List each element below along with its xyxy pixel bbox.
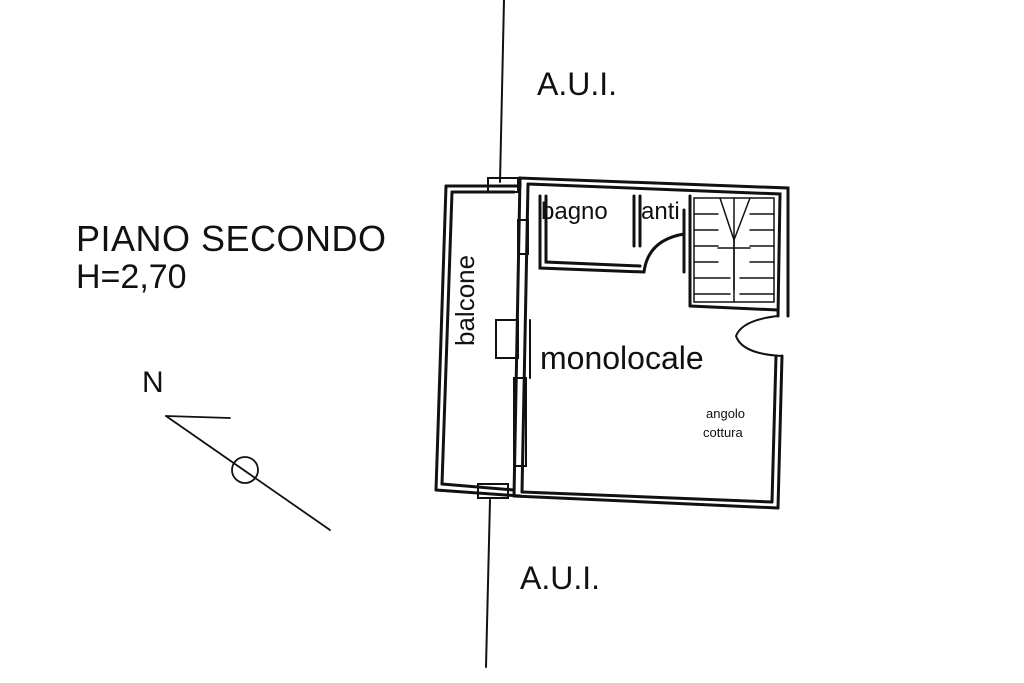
floor-title: PIANO SECONDO	[76, 218, 387, 259]
north-arrow-icon	[165, 415, 331, 531]
adjacent-unit-label-bottom: A.U.I.	[520, 560, 601, 596]
outer-walls	[434, 176, 790, 510]
room-label-anti: anti	[641, 198, 680, 225]
staircase-icon	[693, 197, 775, 303]
interior-walls	[538, 194, 783, 357]
room-label-cottura: cottura	[703, 425, 743, 440]
floor-height: H=2,70	[76, 258, 187, 296]
room-label-bagno: bagno	[541, 198, 608, 225]
openings	[495, 219, 531, 467]
room-label-angolo: angolo	[706, 406, 746, 421]
boundary-line-bottom	[485, 499, 491, 668]
boundary-line-top	[499, 0, 505, 183]
adjacent-unit-label-top: A.U.I.	[537, 66, 618, 102]
room-label-monolocale: monolocale	[540, 340, 704, 376]
room-label-balcone: balcone	[450, 254, 480, 346]
north-label: N	[142, 366, 164, 399]
